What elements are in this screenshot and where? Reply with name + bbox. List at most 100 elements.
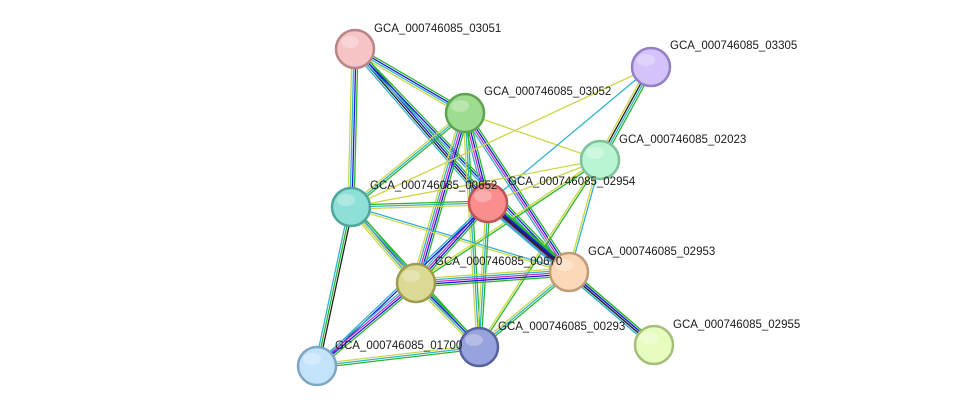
edge-evidence-teal: [354, 49, 465, 115]
edge-evidence-green: [480, 203, 491, 348]
node-label-03052: GCA_000746085_03052: [484, 86, 611, 98]
node-02023[interactable]: [579, 139, 621, 181]
node-highlight: [465, 334, 483, 346]
node-03051[interactable]: [334, 28, 376, 70]
edge-03305-00652[interactable]: [350, 66, 652, 208]
node-circle[interactable]: [444, 92, 486, 134]
node-label-03305: GCA_000746085_03305: [670, 40, 797, 52]
edge-evidence-teal: [316, 346, 480, 367]
node-highlight: [640, 332, 658, 344]
edge-evidence-blue: [351, 49, 357, 208]
edge-evidence-teal: [413, 112, 464, 283]
edge-evidence-teal: [314, 280, 415, 365]
node-highlight: [341, 36, 359, 48]
node-highlight: [402, 270, 420, 282]
edge-evidence-blue: [317, 283, 418, 368]
edge-evidence-green: [318, 284, 419, 369]
edge-evidence-teal: [415, 269, 569, 282]
node-03305[interactable]: [630, 46, 672, 88]
edge-evidence-green: [416, 275, 570, 288]
node-highlight: [586, 147, 604, 159]
edge-evidence-green: [351, 114, 467, 210]
edge-evidence-green: [419, 113, 470, 285]
edge-03051-03052[interactable]: [353, 45, 467, 117]
edge-00652-02954[interactable]: [350, 200, 489, 210]
edge-00670-01700[interactable]: [314, 280, 419, 369]
edge-evidence-teal: [350, 202, 489, 208]
edge-evidence-blue: [354, 48, 570, 273]
edge-evidence-yellow: [350, 207, 569, 274]
node-circle[interactable]: [334, 28, 376, 70]
edge-evidence-yellow: [353, 51, 464, 117]
edge-03051-00652[interactable]: [347, 48, 359, 208]
node-circle[interactable]: [633, 324, 675, 366]
node-label-02023: GCA_000746085_02023: [619, 134, 746, 146]
node-circle[interactable]: [467, 182, 509, 224]
node-highlight: [474, 190, 492, 202]
node-02954[interactable]: [467, 182, 509, 224]
edge-evidence-green: [353, 49, 359, 208]
edge-evidence-green: [316, 206, 352, 367]
edge-evidence-green: [317, 348, 480, 369]
node-highlight: [337, 194, 355, 206]
edge-03052-00670[interactable]: [411, 111, 470, 285]
node-00293[interactable]: [458, 326, 500, 368]
edge-evidence-green: [355, 47, 571, 272]
edge-evidence-green: [356, 45, 467, 111]
node-01700[interactable]: [296, 345, 338, 387]
edge-evidence-yellow: [350, 66, 652, 208]
edge-evidence-yellow: [349, 110, 465, 206]
node-layer: [296, 28, 675, 387]
node-circle[interactable]: [548, 251, 590, 293]
edge-03305-02954[interactable]: [487, 66, 652, 204]
node-02953[interactable]: [548, 251, 590, 293]
edge-evidence-teal: [478, 202, 489, 348]
edge-03052-02023[interactable]: [464, 112, 601, 161]
edge-03052-00652[interactable]: [349, 110, 467, 210]
node-00670[interactable]: [395, 262, 437, 304]
edge-evidence-magenta: [463, 113, 569, 273]
node-label-01700: GCA_000746085_01700: [335, 340, 462, 352]
edge-evidence-yellow: [462, 113, 478, 348]
edge-evidence-magenta: [415, 112, 466, 284]
edge-evidence-yellow: [415, 267, 569, 280]
node-circle[interactable]: [458, 326, 500, 368]
node-circle[interactable]: [630, 46, 672, 88]
node-02955[interactable]: [633, 324, 675, 366]
edge-00652-01700[interactable]: [314, 206, 354, 367]
edge-02023-00293[interactable]: [477, 159, 602, 348]
edge-evidence-yellow: [464, 112, 601, 161]
edge-evidence-yellow: [411, 111, 462, 283]
node-highlight: [451, 100, 469, 112]
edge-evidence-teal: [349, 48, 355, 207]
node-circle[interactable]: [296, 345, 338, 387]
node-circle[interactable]: [579, 139, 621, 181]
edge-02023-00652[interactable]: [350, 159, 601, 208]
node-circle[interactable]: [395, 262, 437, 304]
label-layer: GCA_000746085_03051GCA_000746085_03305GC…: [335, 23, 800, 352]
edge-evidence-yellow: [347, 48, 353, 207]
node-highlight: [637, 54, 655, 66]
node-00652[interactable]: [330, 186, 372, 228]
edge-evidence-black: [353, 49, 488, 205]
edge-evidence-black: [318, 207, 354, 367]
edge-evidence-yellow: [350, 159, 601, 208]
edge-evidence-magenta: [315, 281, 416, 366]
edge-evidence-teal: [461, 114, 568, 274]
edge-evidence-yellow: [477, 159, 600, 347]
node-03052[interactable]: [444, 92, 486, 134]
edge-evidence-teal: [352, 50, 487, 206]
edge-00293-01700[interactable]: [316, 344, 480, 369]
edge-evidence-yellow: [316, 344, 479, 365]
edge-evidence-yellow: [351, 204, 489, 210]
edge-evidence-teal: [487, 66, 652, 204]
edge-evidence-blue: [416, 273, 570, 286]
edge-evidence-blue: [355, 47, 466, 113]
node-circle[interactable]: [330, 186, 372, 228]
node-highlight: [303, 353, 321, 365]
edge-02953-00670[interactable]: [415, 267, 570, 288]
edge-evidence-teal: [314, 206, 350, 366]
node-label-02953: GCA_000746085_02953: [588, 246, 715, 258]
edge-evidence-green: [479, 160, 602, 348]
